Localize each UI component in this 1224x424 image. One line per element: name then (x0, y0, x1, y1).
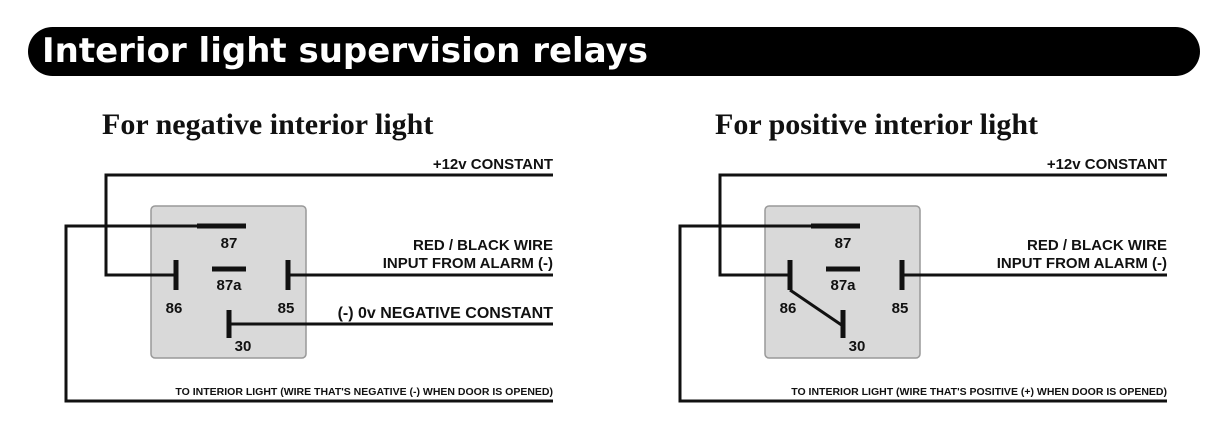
label-negative-constant: (-) 0v NEGATIVE CONSTANT (338, 305, 554, 322)
label-to-interior-light: TO INTERIOR LIGHT (WIRE THAT'S POSITIVE … (791, 386, 1167, 398)
pin-label-85: 85 (278, 300, 295, 317)
heading-positive: For positive interior light (715, 108, 1039, 141)
title-banner: Interior light supervision relays (28, 27, 1200, 76)
pin-label-30: 30 (849, 338, 866, 355)
label-12v-constant: +12v CONSTANT (433, 156, 553, 173)
label-red-black-wire: RED / BLACK WIRE (413, 237, 553, 254)
pin-label-85: 85 (892, 300, 909, 317)
pin-label-86: 86 (166, 300, 183, 317)
label-12v-constant: +12v CONSTANT (1047, 156, 1167, 173)
pin-label-87a: 87a (830, 277, 856, 294)
pin-label-87a: 87a (216, 277, 242, 294)
diagram-negative (64, 173, 553, 403)
label-to-interior-light: TO INTERIOR LIGHT (WIRE THAT'S NEGATIVE … (175, 386, 553, 398)
page-title: Interior light supervision relays (42, 31, 648, 71)
relay-body-positive (764, 205, 921, 359)
heading-negative: For negative interior light (102, 108, 434, 141)
label-red-black-wire: RED / BLACK WIRE (1027, 237, 1167, 254)
wire-interior-light (678, 224, 1167, 403)
wire-interior-light (64, 224, 553, 403)
pin-label-30: 30 (235, 338, 252, 355)
pin-label-86: 86 (780, 300, 797, 317)
relay-body-negative (150, 205, 307, 359)
label-input-from-alarm: INPUT FROM ALARM (-) (997, 255, 1167, 272)
pin-label-87: 87 (221, 235, 238, 252)
label-input-from-alarm: INPUT FROM ALARM (-) (383, 255, 553, 272)
diagram-positive (678, 173, 1167, 403)
jumper-86-to-30 (789, 288, 844, 328)
pin-label-87: 87 (835, 235, 852, 252)
